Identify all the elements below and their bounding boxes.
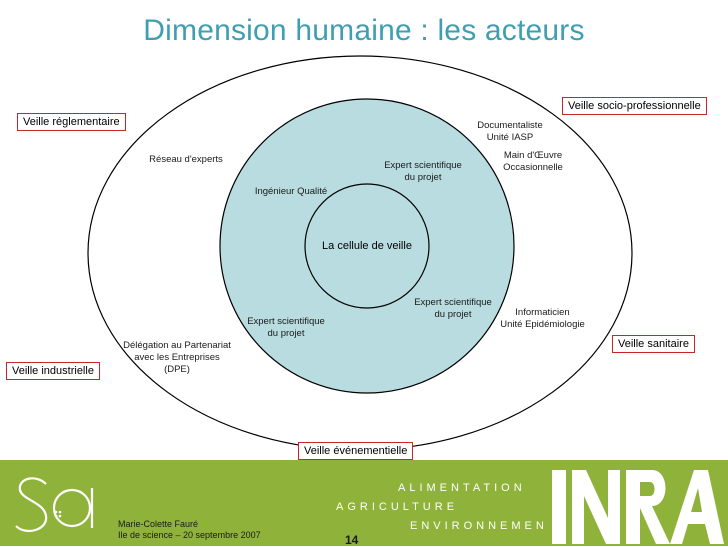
box-veille-reglementaire: Veille réglementaire <box>17 113 126 131</box>
box-veille-evenementielle: Veille événementielle <box>298 442 414 460</box>
actor-informaticien: Informaticien Unité Epidémiologie <box>500 307 585 330</box>
actor-expert-top: Expert scientifique du projet <box>384 160 462 183</box>
actor-ingenieur-qualite: Ingénieur Qualité <box>254 186 328 197</box>
actor-expert-right: Expert scientifique du projet <box>414 297 492 320</box>
sa-logo <box>15 477 94 533</box>
box-veille-industrielle: Veille industrielle <box>6 362 100 380</box>
inra-logo <box>548 462 724 546</box>
actor-dpe: Délégation au Partenariat avec les Entre… <box>123 340 231 375</box>
box-veille-socio-professionnelle: Veille socio-professionnelle <box>562 97 707 115</box>
actor-reseau-experts: Réseau d'experts <box>149 154 223 165</box>
actor-main-oeuvre: Main d'Œuvre Occasionnelle <box>503 150 563 173</box>
center-label: La cellule de veille <box>322 240 412 252</box>
core-circle <box>304 183 430 309</box>
page-title: Dimension humaine : les acteurs <box>143 14 585 47</box>
footer-word-environnement: ENVIRONNEMENT <box>410 520 559 532</box>
actor-expert-left: Expert scientifique du projet <box>247 316 325 339</box>
footer-word-alimentation: ALIMENTATION <box>398 482 526 494</box>
footer-author: Marie-Colette Fauré Ile de science – 20 … <box>118 519 261 540</box>
actor-documentaliste: Documentaliste Unité IASP <box>477 120 543 143</box>
box-veille-sanitaire: Veille sanitaire <box>612 335 695 353</box>
page-number: 14 <box>345 533 359 547</box>
footer-word-agriculture: AGRICULTURE <box>336 501 459 513</box>
